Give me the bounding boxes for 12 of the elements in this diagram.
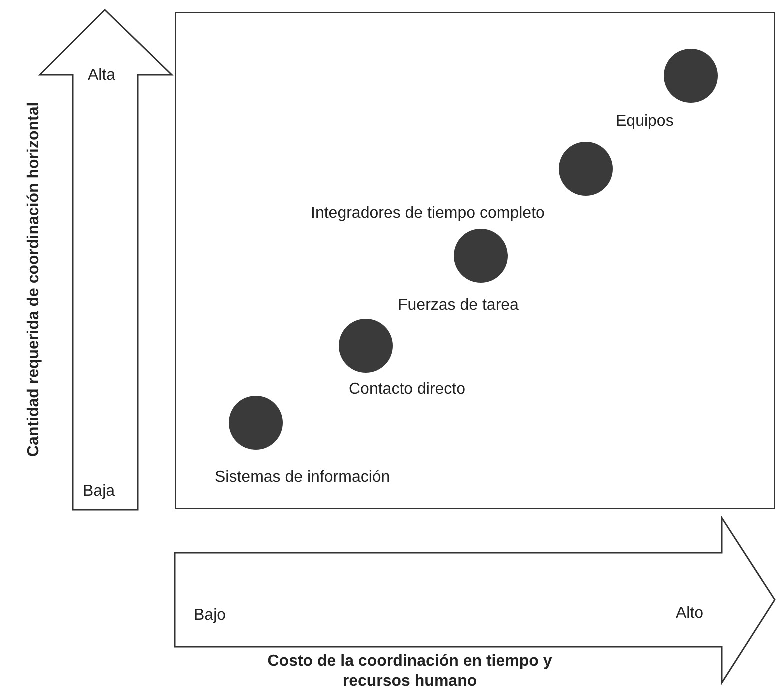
point-label: Fuerzas de tarea bbox=[398, 296, 519, 315]
point-label: Sistemas de información bbox=[215, 468, 390, 487]
axis-title: Cantidad requerida de coordinación horizontal bbox=[24, 102, 44, 460]
scale-label: Alto bbox=[676, 604, 704, 623]
scale-label: Baja bbox=[83, 482, 116, 501]
point-label: Integradores de tiempo completo bbox=[311, 204, 545, 223]
axis-title: Costo de la coordinación en tiempo y recursos humano bbox=[266, 652, 554, 692]
frame-box bbox=[175, 12, 775, 509]
scale-label: Alta bbox=[88, 66, 116, 85]
scale-label: Bajo bbox=[194, 606, 226, 625]
point-label: Equipos bbox=[616, 112, 674, 131]
point-label: Contacto directo bbox=[349, 380, 466, 399]
